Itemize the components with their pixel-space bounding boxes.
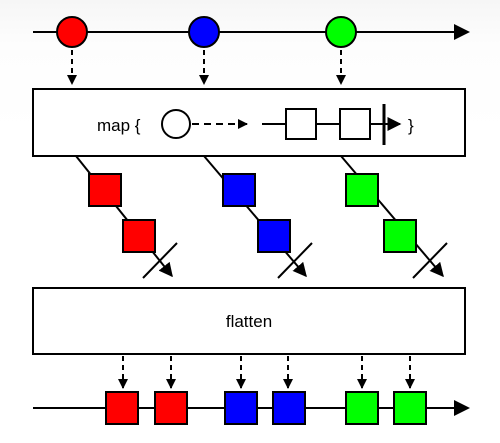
inner-square-blue-1 (222, 173, 256, 207)
inner-complete-red (142, 242, 178, 279)
inner-observable-green (340, 155, 448, 279)
inner-square-green-1 (345, 173, 379, 207)
flatten-operator-box (32, 287, 466, 355)
output-square-blue-1 (224, 391, 258, 425)
map-inner-square-2 (339, 108, 371, 140)
output-square-red-2 (154, 391, 188, 425)
output-timeline-arrowhead (454, 400, 470, 416)
output-timeline (33, 391, 470, 425)
flatten-label: flatten (226, 312, 272, 331)
source-timeline-arrowhead (454, 24, 470, 40)
output-square-blue-2 (272, 391, 306, 425)
inner-square-blue-2 (257, 219, 291, 253)
map-label: map { (97, 116, 141, 135)
source-marble-blue (188, 16, 220, 48)
inner-square-red-1 (88, 173, 122, 207)
inner-timeline-blue (203, 155, 307, 278)
source-timeline (33, 16, 470, 48)
map-operator: map { } (32, 88, 466, 157)
map-inner-square-1 (285, 108, 317, 140)
output-square-green-2 (393, 391, 427, 425)
flatten-output-arrows (118, 356, 415, 389)
inner-square-green-2 (383, 219, 417, 253)
inner-observable-red (75, 155, 178, 279)
source-marble-red (56, 16, 88, 48)
map-input-arrows (67, 50, 346, 85)
inner-complete-green (412, 242, 448, 279)
output-square-red-1 (105, 391, 139, 425)
inner-square-red-2 (122, 219, 156, 253)
output-square-green-1 (345, 391, 379, 425)
map-close-brace: } (408, 116, 414, 135)
inner-observable-blue (203, 155, 313, 279)
flatten-operator: flatten (32, 287, 466, 355)
map-input-circle (161, 109, 191, 139)
source-marble-green (325, 16, 357, 48)
inner-complete-blue (277, 242, 313, 279)
